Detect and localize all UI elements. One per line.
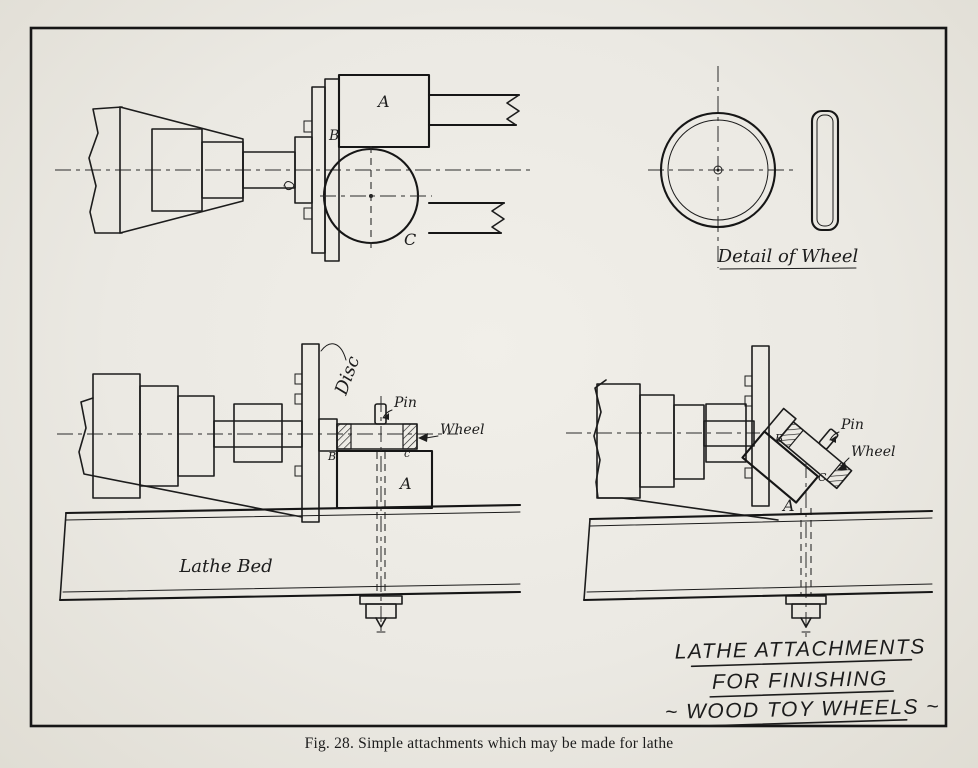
attachment-block-plan xyxy=(337,73,431,149)
wheel-detail-caption: Detail of Wheel xyxy=(717,246,859,267)
wheel-label: Wheel xyxy=(440,422,484,438)
bolt-hidden-lines xyxy=(376,452,386,596)
wheel-side-view xyxy=(810,109,840,232)
plan-label-a: A xyxy=(376,92,390,111)
title-line-2: FOR FINISHING xyxy=(712,667,888,694)
bolt-head xyxy=(294,393,303,405)
pin-label: Pin xyxy=(393,395,417,411)
headstock-break-edge xyxy=(88,106,123,234)
angled-elevation-view: Pin Wheel B C A xyxy=(566,345,934,640)
lathe-bed xyxy=(582,509,934,602)
axle-hole xyxy=(713,165,723,175)
elevation-label-c: C xyxy=(818,471,827,484)
elevation-label-c: c xyxy=(404,447,410,460)
elevation-label-b: B xyxy=(774,432,783,445)
bed-ways-plan xyxy=(427,93,521,235)
pencil-squiggle xyxy=(283,181,295,191)
pin-arrowhead xyxy=(383,413,389,420)
wheel-detail-view: Detail of Wheel xyxy=(648,66,859,270)
wheel-cylinder xyxy=(336,423,418,450)
disc-faceplate xyxy=(301,343,320,523)
plan-view: A B C xyxy=(55,73,534,262)
plan-label-b: B xyxy=(328,128,339,144)
hub-boss xyxy=(318,418,338,452)
bolt-head xyxy=(303,207,313,220)
lathe-bed xyxy=(58,503,522,602)
wheel-side-inner xyxy=(816,114,834,227)
clamp-bolt xyxy=(359,595,403,633)
support-block xyxy=(741,430,820,504)
angled-wheel-assembly xyxy=(741,407,853,504)
bolt-head xyxy=(744,395,753,407)
pin-leader xyxy=(382,409,393,419)
wheel-arrowhead xyxy=(837,462,847,470)
front-elevation-view: Disc Pin Wheel B c A xyxy=(57,343,522,636)
pin-label: Pin xyxy=(840,417,864,433)
title-underline-3 xyxy=(700,718,908,727)
bolt-head xyxy=(744,375,753,387)
center-dot xyxy=(716,168,720,172)
elevation-label-a: A xyxy=(398,474,412,493)
caption-underline xyxy=(719,267,857,270)
disc-plate-plan xyxy=(324,78,340,262)
pin-leader xyxy=(829,431,840,441)
headstock-casting xyxy=(593,379,779,521)
cone-pulley-plan xyxy=(119,106,244,234)
clamp-bolt xyxy=(785,595,827,633)
bolt-hidden-lines xyxy=(800,508,812,596)
figure-border xyxy=(29,26,948,728)
figure-caption: Fig. 28. Simple attachments which may be… xyxy=(305,735,674,752)
cone-pulley-side xyxy=(596,383,705,499)
wheel-leader xyxy=(425,435,439,439)
title-block: LATHE ATTACHMENTS FOR FINISHING ~ WOOD T… xyxy=(665,635,940,727)
pin xyxy=(818,428,839,450)
lathe-bed-label: Lathe Bed xyxy=(178,556,272,577)
wheel-label: Wheel xyxy=(851,444,895,460)
disc-label: Disc xyxy=(331,353,365,398)
disc-leader-line xyxy=(320,343,347,361)
plan-label-c: C xyxy=(404,230,416,249)
title-underline-1 xyxy=(690,658,913,668)
title-line-1: LATHE ATTACHMENTS xyxy=(675,635,927,663)
bolt-head xyxy=(294,373,303,385)
bolt-head xyxy=(303,120,313,133)
elevation-label-b: B xyxy=(327,450,336,463)
wheel-arrowhead xyxy=(418,433,428,442)
pin-arrowhead xyxy=(830,436,836,443)
bolt-head xyxy=(294,465,303,477)
elevation-label-a: A xyxy=(781,496,795,515)
bolt-head xyxy=(744,467,753,479)
wheel-inner-circle xyxy=(667,119,769,221)
bearing-block xyxy=(233,403,283,463)
headstock-casting xyxy=(78,397,303,518)
bearing-block xyxy=(705,403,747,463)
spindle xyxy=(703,420,755,447)
wheel-outer-circle xyxy=(659,111,777,229)
title-underline-2 xyxy=(709,690,894,698)
